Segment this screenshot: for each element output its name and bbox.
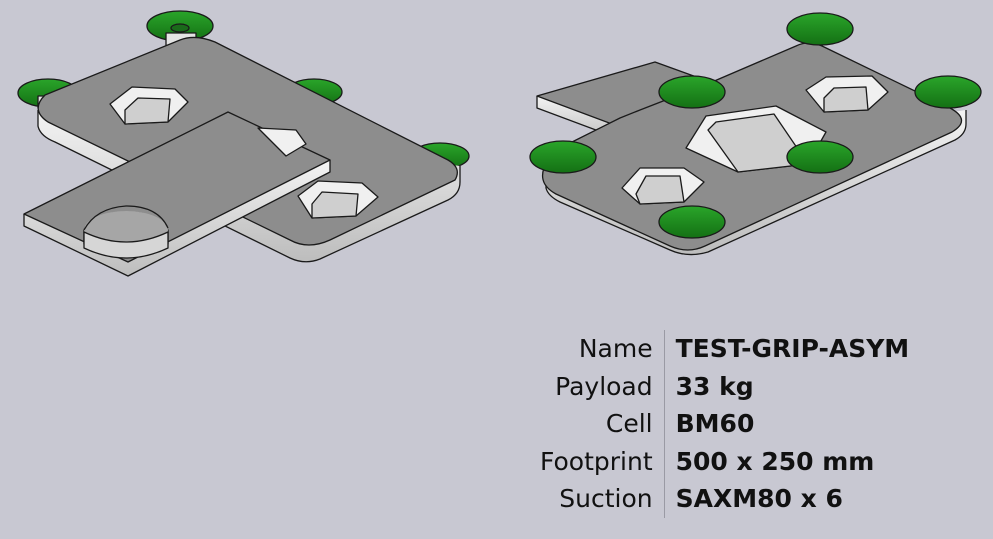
spec-row-footprint: Footprint 500 x 250 mm: [540, 442, 909, 480]
spec-row-name: Name TEST-GRIP-ASYM: [540, 330, 909, 368]
spec-table: Name TEST-GRIP-ASYM Payload 33 kg Cell B…: [540, 330, 909, 518]
suction-cup-right-center: [786, 140, 854, 174]
suction-cup-right-bottom: [658, 205, 726, 239]
gripper-view-left: [17, 10, 470, 277]
hex-hole-bottom: [621, 167, 705, 205]
spec-label: Footprint: [540, 442, 665, 480]
spec-label: Suction: [540, 480, 665, 518]
spec-row-suction: Suction SAXM80 x 6: [540, 480, 909, 518]
spec-value: SAXM80 x 6: [675, 484, 843, 513]
spec-value: TEST-GRIP-ASYM: [675, 334, 910, 363]
spec-value: 500 x 250 mm: [675, 446, 875, 476]
hex-hole-left: [109, 86, 189, 125]
spec-value: 33 kg: [675, 371, 754, 401]
spec-row-payload: Payload 33 kg: [540, 367, 909, 405]
spec-label: Payload: [540, 367, 665, 405]
main-plate-right: [541, 42, 967, 256]
gripper-views: [17, 10, 982, 277]
suction-cup-right-right: [914, 75, 982, 109]
spec-row-cell: Cell BM60: [540, 405, 909, 443]
spec-value: BM60: [675, 409, 755, 438]
gripper-view-right: [529, 12, 982, 256]
spec-label: Cell: [540, 405, 665, 443]
suction-cup-right-top: [786, 12, 854, 46]
spec-label: Name: [540, 330, 665, 368]
hex-hole-right: [297, 180, 379, 219]
hex-hole-top: [805, 75, 889, 113]
suction-cup-right-upper-middle: [658, 75, 726, 109]
cylinder-boss: [83, 205, 169, 259]
suction-cup-right-left: [529, 140, 597, 174]
lower-plate-left: [23, 111, 331, 277]
